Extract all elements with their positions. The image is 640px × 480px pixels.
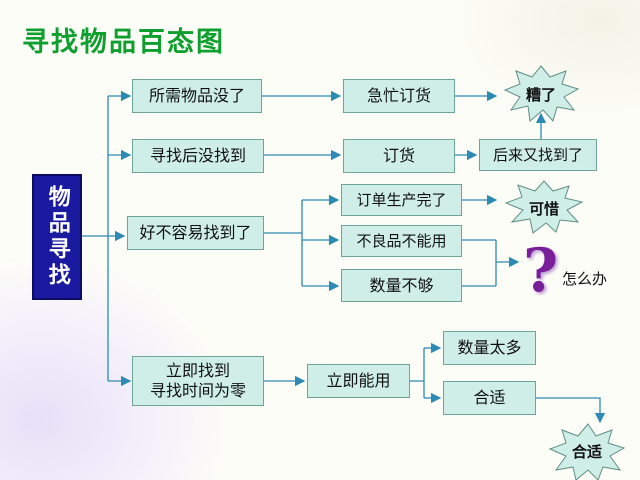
center-node: 物品寻找 (32, 174, 82, 300)
node-rush-order: 急忙订货 (343, 79, 455, 113)
what-to-do-label: 怎么办 (562, 268, 607, 289)
node-order: 订货 (343, 139, 455, 173)
question-mark-icon: ? (523, 236, 558, 306)
burst-zaole-label: 糟了 (501, 84, 581, 105)
connector-b6-branch (264, 200, 302, 286)
node-found-immediately: 立即找到 寻找时间为零 (132, 356, 264, 406)
node-items-run-out: 所需物品没了 (132, 79, 262, 113)
connector-b13-heshi (536, 398, 600, 422)
node-too-many: 数量太多 (443, 331, 536, 365)
node-defective: 不良品不能用 (341, 225, 462, 257)
node-usable-immediately: 立即能用 (307, 364, 410, 398)
connector-b8b9-question (462, 240, 518, 286)
node-found-later: 后来又找到了 (479, 139, 597, 171)
node-suitable: 合适 (443, 381, 536, 415)
node-order-completed: 订单生产完了 (341, 184, 462, 216)
node-not-found: 寻找后没找到 (132, 139, 264, 173)
burst-heshi-label: 合适 (547, 441, 627, 462)
node-found-eventually: 好不容易找到了 (127, 216, 264, 250)
connector-trunk (82, 96, 108, 381)
node-insufficient-qty: 数量不够 (341, 269, 462, 302)
connector-b11-branch (410, 348, 424, 398)
center-node-label: 物品寻找 (43, 185, 71, 289)
burst-kexi-label: 可惜 (504, 198, 584, 219)
